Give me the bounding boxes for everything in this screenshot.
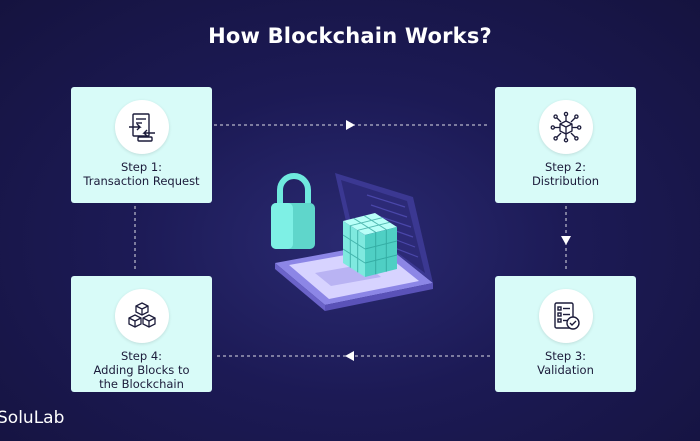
step-3-number: Step 3: [544,349,587,363]
step-1-label: Step 1: Transaction Request [75,160,208,188]
arrow-left-icon [345,351,354,361]
step-2-label: Step 2: Distribution [499,160,632,188]
network-node-icon [538,100,593,154]
document-transfer-icon [114,100,169,154]
blocks-stack-icon [114,289,169,343]
step-3-name: Validation [537,363,594,377]
arrow-down-icon [561,236,571,245]
brand-logo-text: SoluLab [0,408,65,428]
step-2-card: Step 2: Distribution [495,87,636,203]
arrow-right-icon [346,120,355,130]
step-1-card: Step 1: Transaction Request [71,87,212,203]
page-title: How Blockchain Works? [208,24,492,48]
step-2-name: Distribution [531,174,600,188]
step-4-label: Step 4: Adding Blocks to the Blockchain [75,349,208,391]
step-4-name: Adding Blocks to the Blockchain [93,363,190,391]
step-4-number: Step 4: [120,349,163,363]
step-3-card: Step 3: Validation [495,276,636,392]
step-1-number: Step 1: [120,160,163,174]
checklist-icon [538,289,593,343]
step-2-number: Step 2: [544,160,587,174]
step-4-card: Step 4: Adding Blocks to the Blockchain [71,276,212,392]
step-3-label: Step 3: Validation [499,349,632,377]
step-1-name: Transaction Request [83,174,200,188]
blockchain-laptop-illustration [271,173,433,311]
